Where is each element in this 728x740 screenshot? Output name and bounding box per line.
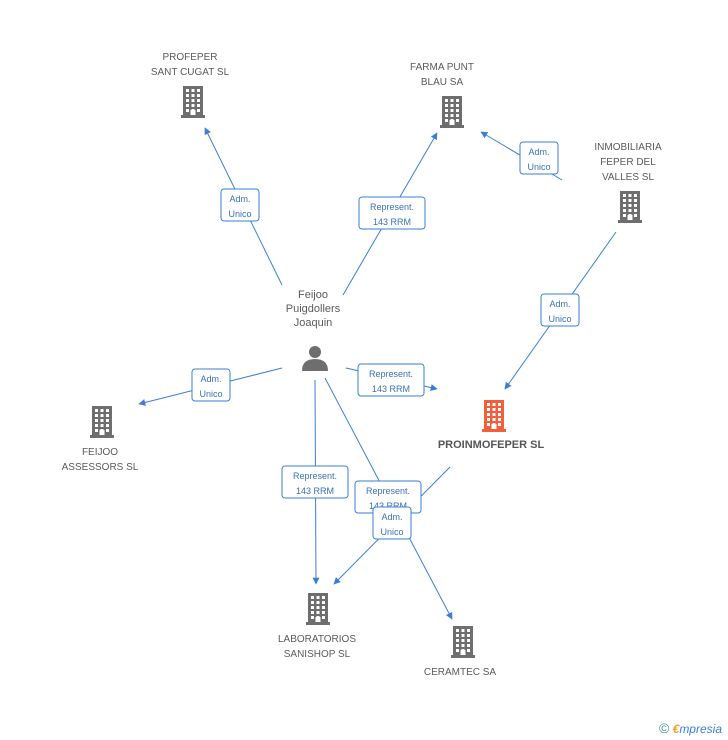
footer-brand[interactable]: © €mpresia bbox=[659, 720, 722, 736]
relation-label-r7[interactable]: Represent. 143 RRM bbox=[281, 465, 349, 499]
relation-label-r6[interactable]: Adm. Unico bbox=[191, 368, 231, 402]
relation-label-text: Represent. bbox=[293, 471, 337, 481]
company-label: SANISHOP SL bbox=[284, 649, 351, 660]
brand-logo-initial: € bbox=[672, 722, 680, 736]
nodes-layer: PROFEPER SANT CUGAT SL FARMA PUNT BLAU SA IN… bbox=[62, 52, 662, 678]
building-icon bbox=[90, 406, 114, 438]
building-icon bbox=[440, 96, 464, 128]
relation-label-box bbox=[519, 141, 559, 175]
relation-label-r2[interactable]: Represent. 143 RRM bbox=[358, 196, 426, 230]
building-icon bbox=[306, 593, 330, 625]
relation-label-text: 143 RRM bbox=[372, 384, 410, 394]
company-label: SANT CUGAT SL bbox=[151, 67, 230, 78]
company-node-feijoo[interactable]: FEIJOO ASSESSORS SL bbox=[62, 406, 139, 473]
company-label: VALLES SL bbox=[602, 172, 655, 183]
building-icon bbox=[451, 626, 475, 658]
relation-label-text: Represent. bbox=[370, 202, 414, 212]
company-node-farma[interactable]: FARMA PUNT BLAU SA bbox=[410, 62, 474, 128]
person-icon bbox=[302, 346, 328, 371]
relation-label-text: Unico bbox=[228, 209, 251, 219]
company-label: FARMA PUNT bbox=[410, 62, 474, 73]
building-icon bbox=[181, 86, 205, 118]
company-node-profeper[interactable]: PROFEPER SANT CUGAT SL bbox=[151, 52, 230, 118]
company-label: BLAU SA bbox=[421, 77, 464, 88]
copyright-icon: © bbox=[658, 720, 670, 736]
company-label: PROFEPER bbox=[162, 52, 217, 63]
company-label: CERAMTEC SA bbox=[424, 667, 497, 678]
company-label: FEIJOO bbox=[82, 447, 118, 458]
relation-label-r9[interactable]: Adm. Unico bbox=[372, 506, 412, 540]
relation-label-r3[interactable]: Adm. Unico bbox=[519, 141, 559, 175]
relation-label-box bbox=[220, 188, 260, 222]
relation-label-box bbox=[191, 368, 231, 402]
company-label: PROINMOFEPER SL bbox=[438, 439, 545, 451]
company-node-proinmofeper[interactable]: PROINMOFEPER SL bbox=[438, 400, 545, 451]
company-node-ceramtec[interactable]: CERAMTEC SA bbox=[424, 626, 497, 678]
relation-label-text: Adm. bbox=[229, 194, 250, 204]
company-node-inmobiliaria[interactable]: INMOBILIARIA FEPER DEL VALLES SL bbox=[594, 142, 662, 223]
relation-label-text: Unico bbox=[380, 527, 403, 537]
relation-label-r1[interactable]: Adm. Unico bbox=[220, 188, 260, 222]
person-label: Puigdollers bbox=[286, 303, 341, 315]
relation-label-text: Unico bbox=[548, 314, 571, 324]
company-label: INMOBILIARIA bbox=[594, 142, 662, 153]
brand-logo-text: mpresia bbox=[679, 722, 722, 736]
relation-label-text: Adm. bbox=[528, 147, 549, 157]
relation-label-text: Unico bbox=[527, 162, 550, 172]
relation-label-text: Unico bbox=[199, 389, 222, 399]
relation-label-box bbox=[281, 465, 349, 499]
company-node-laboratorios[interactable]: LABORATORIOS SANISHOP SL bbox=[278, 593, 356, 660]
company-label: FEPER DEL bbox=[600, 157, 656, 168]
relation-label-text: Represent. bbox=[369, 369, 413, 379]
relation-label-text: 143 RRM bbox=[369, 501, 407, 511]
relation-label-box bbox=[372, 506, 412, 540]
relation-label-text: 143 RRM bbox=[296, 486, 334, 496]
relation-label-box bbox=[540, 293, 580, 327]
relation-label-r5[interactable]: Represent. 143 RRM bbox=[357, 363, 425, 397]
person-label: Joaquin bbox=[294, 317, 333, 329]
relation-label-text: 143 RRM bbox=[373, 217, 411, 227]
relation-label-text: Adm. bbox=[200, 374, 221, 384]
relation-label-text: Represent. bbox=[366, 486, 410, 496]
building-icon bbox=[618, 191, 642, 223]
relation-label-text: Adm. bbox=[549, 299, 570, 309]
company-label: ASSESSORS SL bbox=[62, 462, 139, 473]
person-label: Feijoo bbox=[298, 289, 328, 301]
relation-label-box bbox=[358, 196, 426, 230]
relation-label-text: Adm. bbox=[381, 512, 402, 522]
relation-label-box bbox=[357, 363, 425, 397]
company-label: LABORATORIOS bbox=[278, 634, 356, 645]
main-company-building-icon bbox=[482, 400, 506, 432]
relation-label-r4[interactable]: Adm. Unico bbox=[540, 293, 580, 327]
